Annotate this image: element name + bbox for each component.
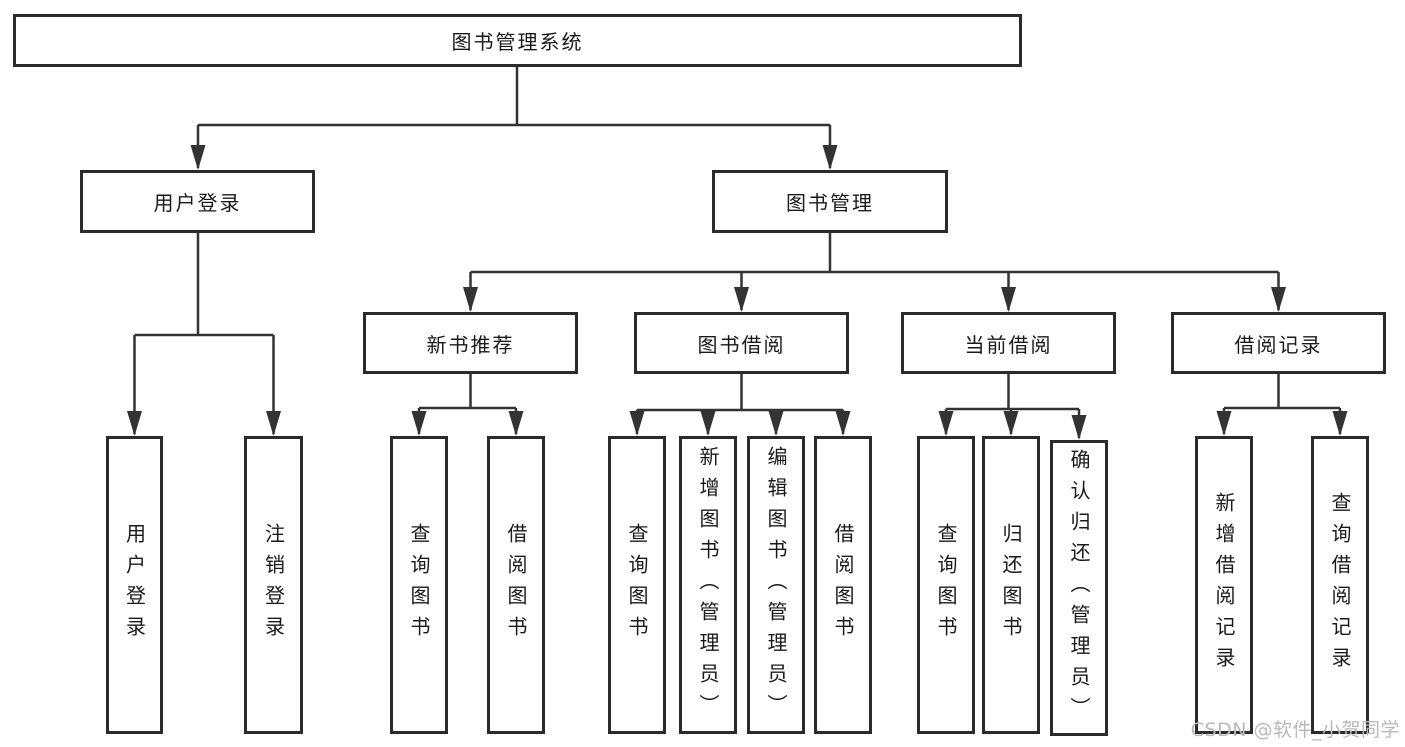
- arrowhead: [1271, 287, 1286, 312]
- leaf-logout-label: 注销登录: [261, 523, 286, 647]
- node-root-label: 图书管理系统: [451, 30, 584, 54]
- arrowhead: [938, 411, 954, 436]
- node-new-book-rec: 新书推荐: [363, 312, 578, 374]
- arrowhead: [190, 145, 206, 170]
- leaf-newrec-borrow-book-label: 借阅图书: [504, 523, 528, 647]
- leaf-borrow-query-book: 查询图书: [608, 436, 666, 734]
- arrowhead: [508, 411, 524, 436]
- arrowhead: [463, 287, 478, 312]
- arrowhead: [835, 411, 851, 436]
- leaf-add-book-admin-label: 新增图书（管理员）: [696, 445, 720, 725]
- node-book-mgmt: 图书管理: [712, 170, 948, 233]
- node-borrow-record: 借阅记录: [1171, 312, 1386, 374]
- node-root: 图书管理系统: [13, 14, 1022, 67]
- node-borrow-record-label: 借阅记录: [1234, 332, 1323, 357]
- connector-new-book-children: [417, 374, 518, 434]
- leaf-newrec-borrow-book: 借阅图书: [487, 436, 545, 734]
- node-book-mgmt-label: 图书管理: [786, 191, 874, 215]
- arrowhead: [1332, 411, 1348, 436]
- arrowhead: [266, 411, 281, 436]
- leaf-edit-book-admin-label: 编辑图书（管理员）: [764, 445, 788, 725]
- leaf-borrow-borrow-book: 借阅图书: [814, 436, 872, 734]
- leaf-current-query-book-label: 查询图书: [934, 523, 958, 647]
- connector-root-to-level2: [196, 67, 832, 168]
- node-user-login: 用户登录: [80, 170, 315, 233]
- connector-borrow-record-children: [1222, 374, 1342, 434]
- node-book-borrow: 图书借阅: [634, 312, 849, 374]
- arrowhead: [1071, 415, 1087, 440]
- connector-book-borrow-children: [635, 374, 845, 434]
- leaf-confirm-return-admin: 确认归还（管理员）: [1050, 440, 1108, 736]
- connector-user-login-children: [133, 233, 275, 434]
- leaf-logout: 注销登录: [244, 436, 303, 734]
- leaf-add-borrow-record: 新增借阅记录: [1195, 436, 1253, 734]
- leaf-query-borrow-record-label: 查询借阅记录: [1328, 492, 1352, 678]
- node-new-book-rec-label: 新书推荐: [426, 332, 515, 357]
- leaf-return-book: 归还图书: [982, 436, 1040, 734]
- arrowhead: [700, 411, 716, 436]
- leaf-confirm-return-admin-label: 确认归还（管理员）: [1067, 448, 1091, 728]
- leaf-add-borrow-record-label: 新增借阅记录: [1212, 492, 1236, 678]
- node-current-borrow-label: 当前借阅: [964, 332, 1053, 357]
- leaf-user-login: 用户登录: [106, 436, 163, 734]
- connector-book-mgmt-modules: [469, 233, 1280, 310]
- arrowhead: [1001, 287, 1016, 312]
- leaf-newrec-query-book: 查询图书: [390, 436, 448, 734]
- arrowhead: [734, 287, 749, 312]
- csdn-watermark: CSDN @软件_小贺同学: [1190, 719, 1400, 741]
- arrowhead: [768, 411, 784, 436]
- arrowhead: [127, 411, 142, 436]
- leaf-borrow-query-book-label: 查询图书: [625, 523, 649, 647]
- arrowhead: [411, 411, 427, 436]
- leaf-borrow-borrow-book-label: 借阅图书: [831, 523, 855, 647]
- node-user-login-label: 用户登录: [153, 191, 242, 215]
- arrowhead: [629, 411, 645, 436]
- leaf-current-query-book: 查询图书: [917, 436, 975, 734]
- arrowhead: [1216, 411, 1232, 436]
- leaf-user-login-label: 用户登录: [122, 523, 147, 647]
- node-book-borrow-label: 图书借阅: [697, 332, 786, 357]
- leaf-edit-book-admin: 编辑图书（管理员）: [747, 436, 805, 734]
- leaf-return-book-label: 归还图书: [999, 523, 1023, 647]
- leaf-newrec-query-book-label: 查询图书: [407, 523, 431, 647]
- arrowhead: [1003, 411, 1019, 436]
- leaf-add-book-admin: 新增图书（管理员）: [679, 436, 737, 734]
- node-current-borrow: 当前借阅: [901, 312, 1116, 374]
- leaf-query-borrow-record: 查询借阅记录: [1311, 436, 1369, 734]
- arrowhead: [822, 145, 838, 170]
